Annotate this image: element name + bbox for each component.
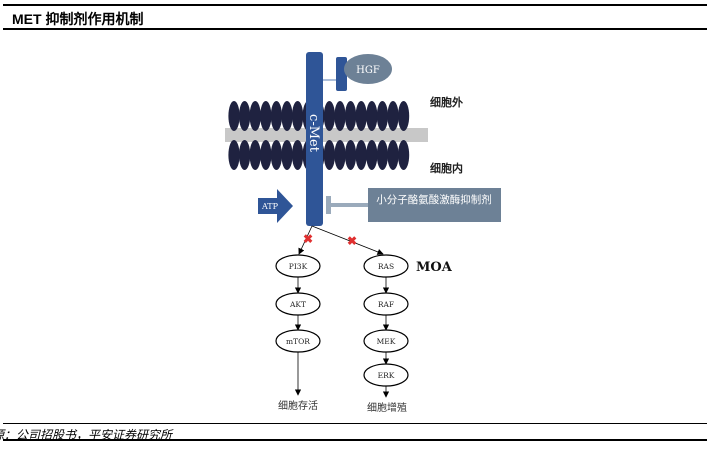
lipid-head: [334, 140, 346, 170]
cell-membrane: [225, 101, 428, 170]
lipid-head: [398, 140, 410, 170]
lipid-head: [228, 101, 240, 131]
lipid-head: [292, 101, 304, 131]
bottom-rule: [3, 439, 707, 441]
lipid-head: [239, 101, 251, 131]
inhibitor-box: [368, 188, 501, 222]
lipid-head: [281, 101, 293, 131]
membrane-band: [225, 128, 428, 142]
lipid-head: [281, 140, 293, 170]
lipid-head: [334, 101, 346, 131]
left-outcome: 细胞存活: [278, 399, 318, 412]
node-label: AKT: [289, 300, 306, 309]
lipid-head: [355, 101, 367, 131]
hgf-binding-domain: [336, 57, 347, 91]
lipid-head: [323, 101, 335, 131]
c-met-receptor: [306, 52, 323, 226]
lipid-head: [376, 140, 388, 170]
hgf-ligand: [344, 54, 392, 84]
block-x-icon: ✖: [347, 234, 357, 248]
source-top-rule: [3, 423, 707, 424]
lipid-head: [398, 101, 410, 131]
inhibitor-label: 小分子酪氨酸激酶抑制剂: [376, 193, 492, 206]
c-met-label: c-Met: [306, 114, 321, 153]
lipid-head: [228, 140, 240, 170]
source-note: 源：公司招股书，平安证券研究所: [0, 428, 173, 442]
node-label: mTOR: [286, 337, 310, 346]
atp-arrow: [258, 189, 293, 223]
lipid-head: [249, 140, 261, 170]
lipid-head: [345, 101, 357, 131]
node-label: RAF: [378, 300, 394, 309]
lipid-head: [387, 101, 399, 131]
branch-to-pi3k: [298, 225, 313, 255]
node-label: MEK: [377, 337, 396, 346]
lipid-head: [239, 140, 251, 170]
lipid-head: [270, 140, 282, 170]
extracellular-label: 细胞外: [430, 95, 463, 109]
lipid-head: [387, 140, 399, 170]
intracellular-label: 细胞内: [430, 161, 463, 175]
lipid-head: [366, 101, 378, 131]
lipid-head: [323, 140, 335, 170]
inhibitor-blocker: [326, 196, 331, 214]
lipid-head: [260, 101, 272, 131]
atp-label: ATP: [261, 202, 279, 211]
hgf-label: HGF: [356, 65, 380, 76]
block-x-icon: ✖: [303, 232, 313, 246]
node-label: ERK: [378, 371, 395, 380]
lipid-head: [270, 101, 282, 131]
moa-label: MOA: [416, 260, 453, 275]
lipid-head: [345, 140, 357, 170]
lipid-head: [355, 140, 367, 170]
figure-title: MET 抑制剂作用机制: [12, 11, 144, 27]
title-rule: [3, 28, 707, 30]
lipid-head: [249, 101, 261, 131]
inhibitor-link: [331, 203, 369, 207]
lipid-head: [366, 140, 378, 170]
lipid-head: [260, 140, 272, 170]
branch-to-ras: [311, 225, 384, 255]
node-label: RAS: [378, 262, 394, 271]
right-outcome: 细胞增殖: [367, 401, 407, 414]
node-label: PI3K: [289, 262, 308, 271]
lipid-head: [292, 140, 304, 170]
top-rule: [3, 4, 707, 6]
lipid-head: [376, 101, 388, 131]
